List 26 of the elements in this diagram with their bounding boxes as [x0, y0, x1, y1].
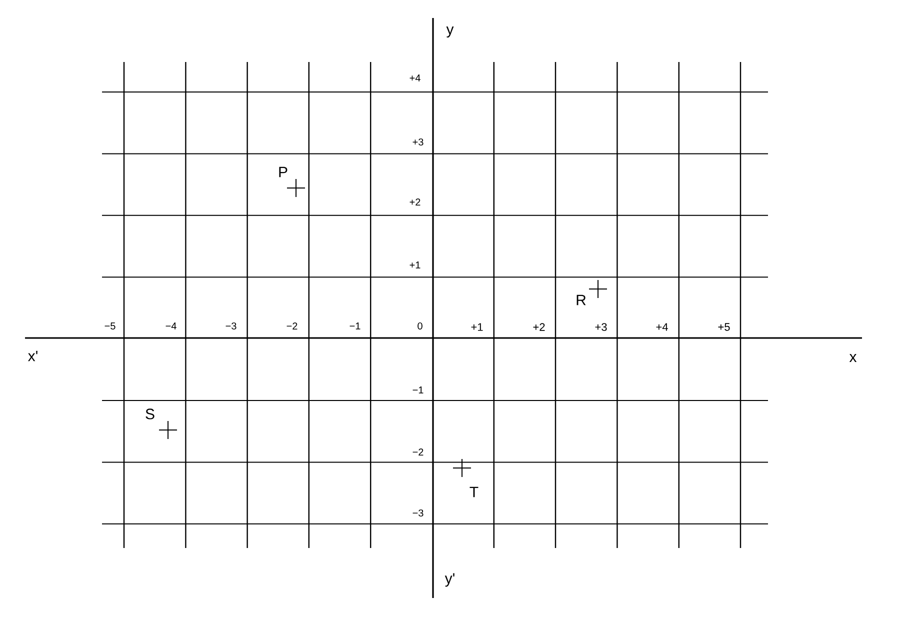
tick-label: +4	[656, 323, 668, 331]
tick-label: +5	[718, 323, 730, 331]
axis-label: y	[446, 26, 454, 38]
axis-label: y'	[444, 573, 454, 587]
axis-label: x'	[28, 350, 38, 362]
tick-label: −5	[104, 322, 116, 330]
tick-label: +3	[412, 138, 424, 146]
point-label: S	[146, 408, 154, 420]
point-label: P	[279, 166, 288, 178]
tick-label: 0	[418, 322, 422, 330]
tick-label: +2	[410, 198, 420, 206]
tick-label: +2	[533, 323, 545, 331]
tick-label: −2	[412, 448, 424, 456]
tick-label: −3	[412, 509, 424, 517]
tick-label: −2	[286, 322, 298, 330]
tick-label: +4	[410, 74, 420, 82]
tick-label: −4	[166, 322, 176, 330]
axis-label: x	[849, 354, 857, 362]
tick-label: −1	[350, 322, 360, 330]
point-label: T	[470, 486, 478, 498]
tick-label: +1	[471, 323, 483, 331]
tick-label: −3	[226, 322, 236, 330]
point-label: R	[576, 294, 586, 306]
tick-label: −1	[412, 386, 424, 394]
tick-label: +3	[595, 323, 607, 331]
tick-label: +1	[410, 262, 420, 268]
